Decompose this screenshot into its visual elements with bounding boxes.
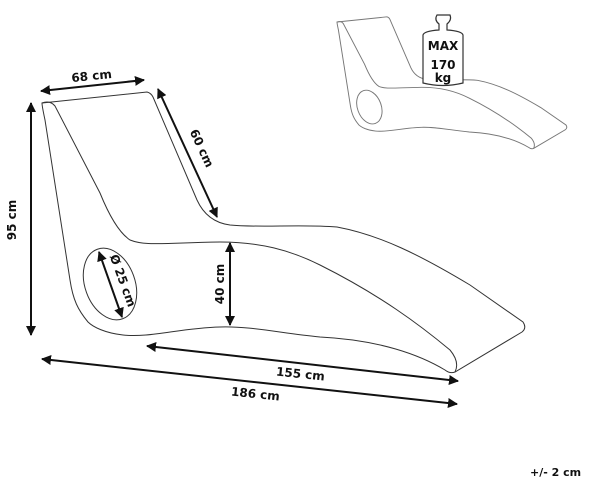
seat-length-label: 155 cm: [275, 365, 325, 384]
tolerance-note: +/- 2 cm: [530, 466, 582, 479]
height-label: 95 cm: [5, 200, 19, 241]
lounger-drawing: [41, 91, 526, 374]
weight-unit: kg: [435, 71, 452, 85]
total-length-arrow: [41, 354, 458, 409]
max-label: MAX: [428, 39, 459, 53]
seat-height-label: 40 cm: [213, 264, 227, 305]
backrest-arrow: [157, 88, 218, 218]
backrest-width-label: 68 cm: [71, 67, 113, 85]
diameter-arrow: [97, 251, 124, 318]
weight-icon: [422, 14, 464, 87]
hole-diameter-label: Ø 25 cm: [107, 252, 139, 308]
width-arrow: [40, 75, 145, 96]
total-length-label: 186 cm: [230, 385, 280, 404]
max-weight-value: 170: [430, 58, 455, 72]
